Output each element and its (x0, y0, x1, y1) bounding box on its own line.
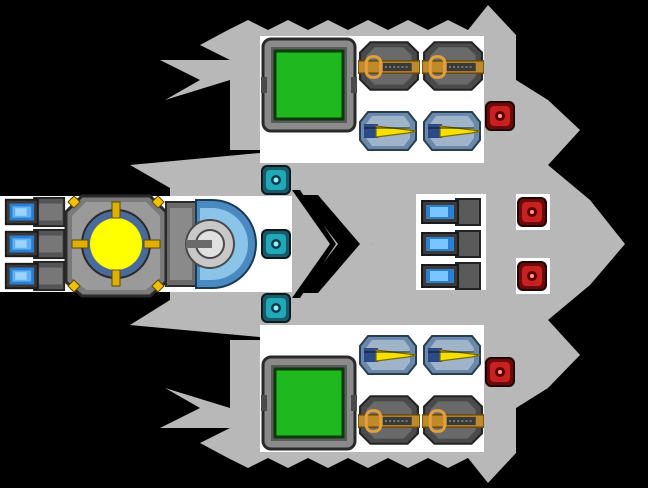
cannon-icon[interactable] (422, 394, 484, 446)
hull-cutout-inner (300, 195, 360, 293)
connector-icon[interactable] (261, 293, 291, 323)
cannon-icon[interactable] (358, 40, 420, 92)
hull-cutout (292, 190, 372, 298)
thruster-icon[interactable] (4, 196, 66, 228)
missile-icon[interactable] (422, 334, 482, 376)
missile-icon[interactable] (422, 110, 482, 152)
shield-icon (261, 355, 357, 451)
red-node-icon[interactable] (485, 357, 515, 387)
shield-generator-top[interactable] (261, 37, 357, 133)
cannon-icon[interactable] (422, 40, 484, 92)
shield-icon (261, 37, 357, 133)
cannon-icon[interactable] (358, 394, 420, 446)
reactor-core-icon (90, 218, 142, 270)
thruster-icon[interactable] (4, 228, 66, 260)
thruster-icon[interactable] (4, 260, 66, 292)
turret[interactable] (165, 199, 257, 289)
red-node-icon[interactable] (485, 101, 515, 131)
thruster-icon[interactable] (421, 262, 481, 290)
reactor[interactable] (64, 194, 168, 298)
thruster-icon[interactable] (421, 198, 481, 226)
red-node-icon[interactable] (517, 261, 547, 291)
connector-icon[interactable] (261, 165, 291, 195)
shield-generator-bottom[interactable] (261, 355, 357, 451)
thruster-icon[interactable] (421, 230, 481, 258)
missile-icon[interactable] (358, 110, 418, 152)
red-node-icon[interactable] (517, 197, 547, 227)
connector-icon[interactable] (261, 229, 291, 259)
missile-icon[interactable] (358, 334, 418, 376)
